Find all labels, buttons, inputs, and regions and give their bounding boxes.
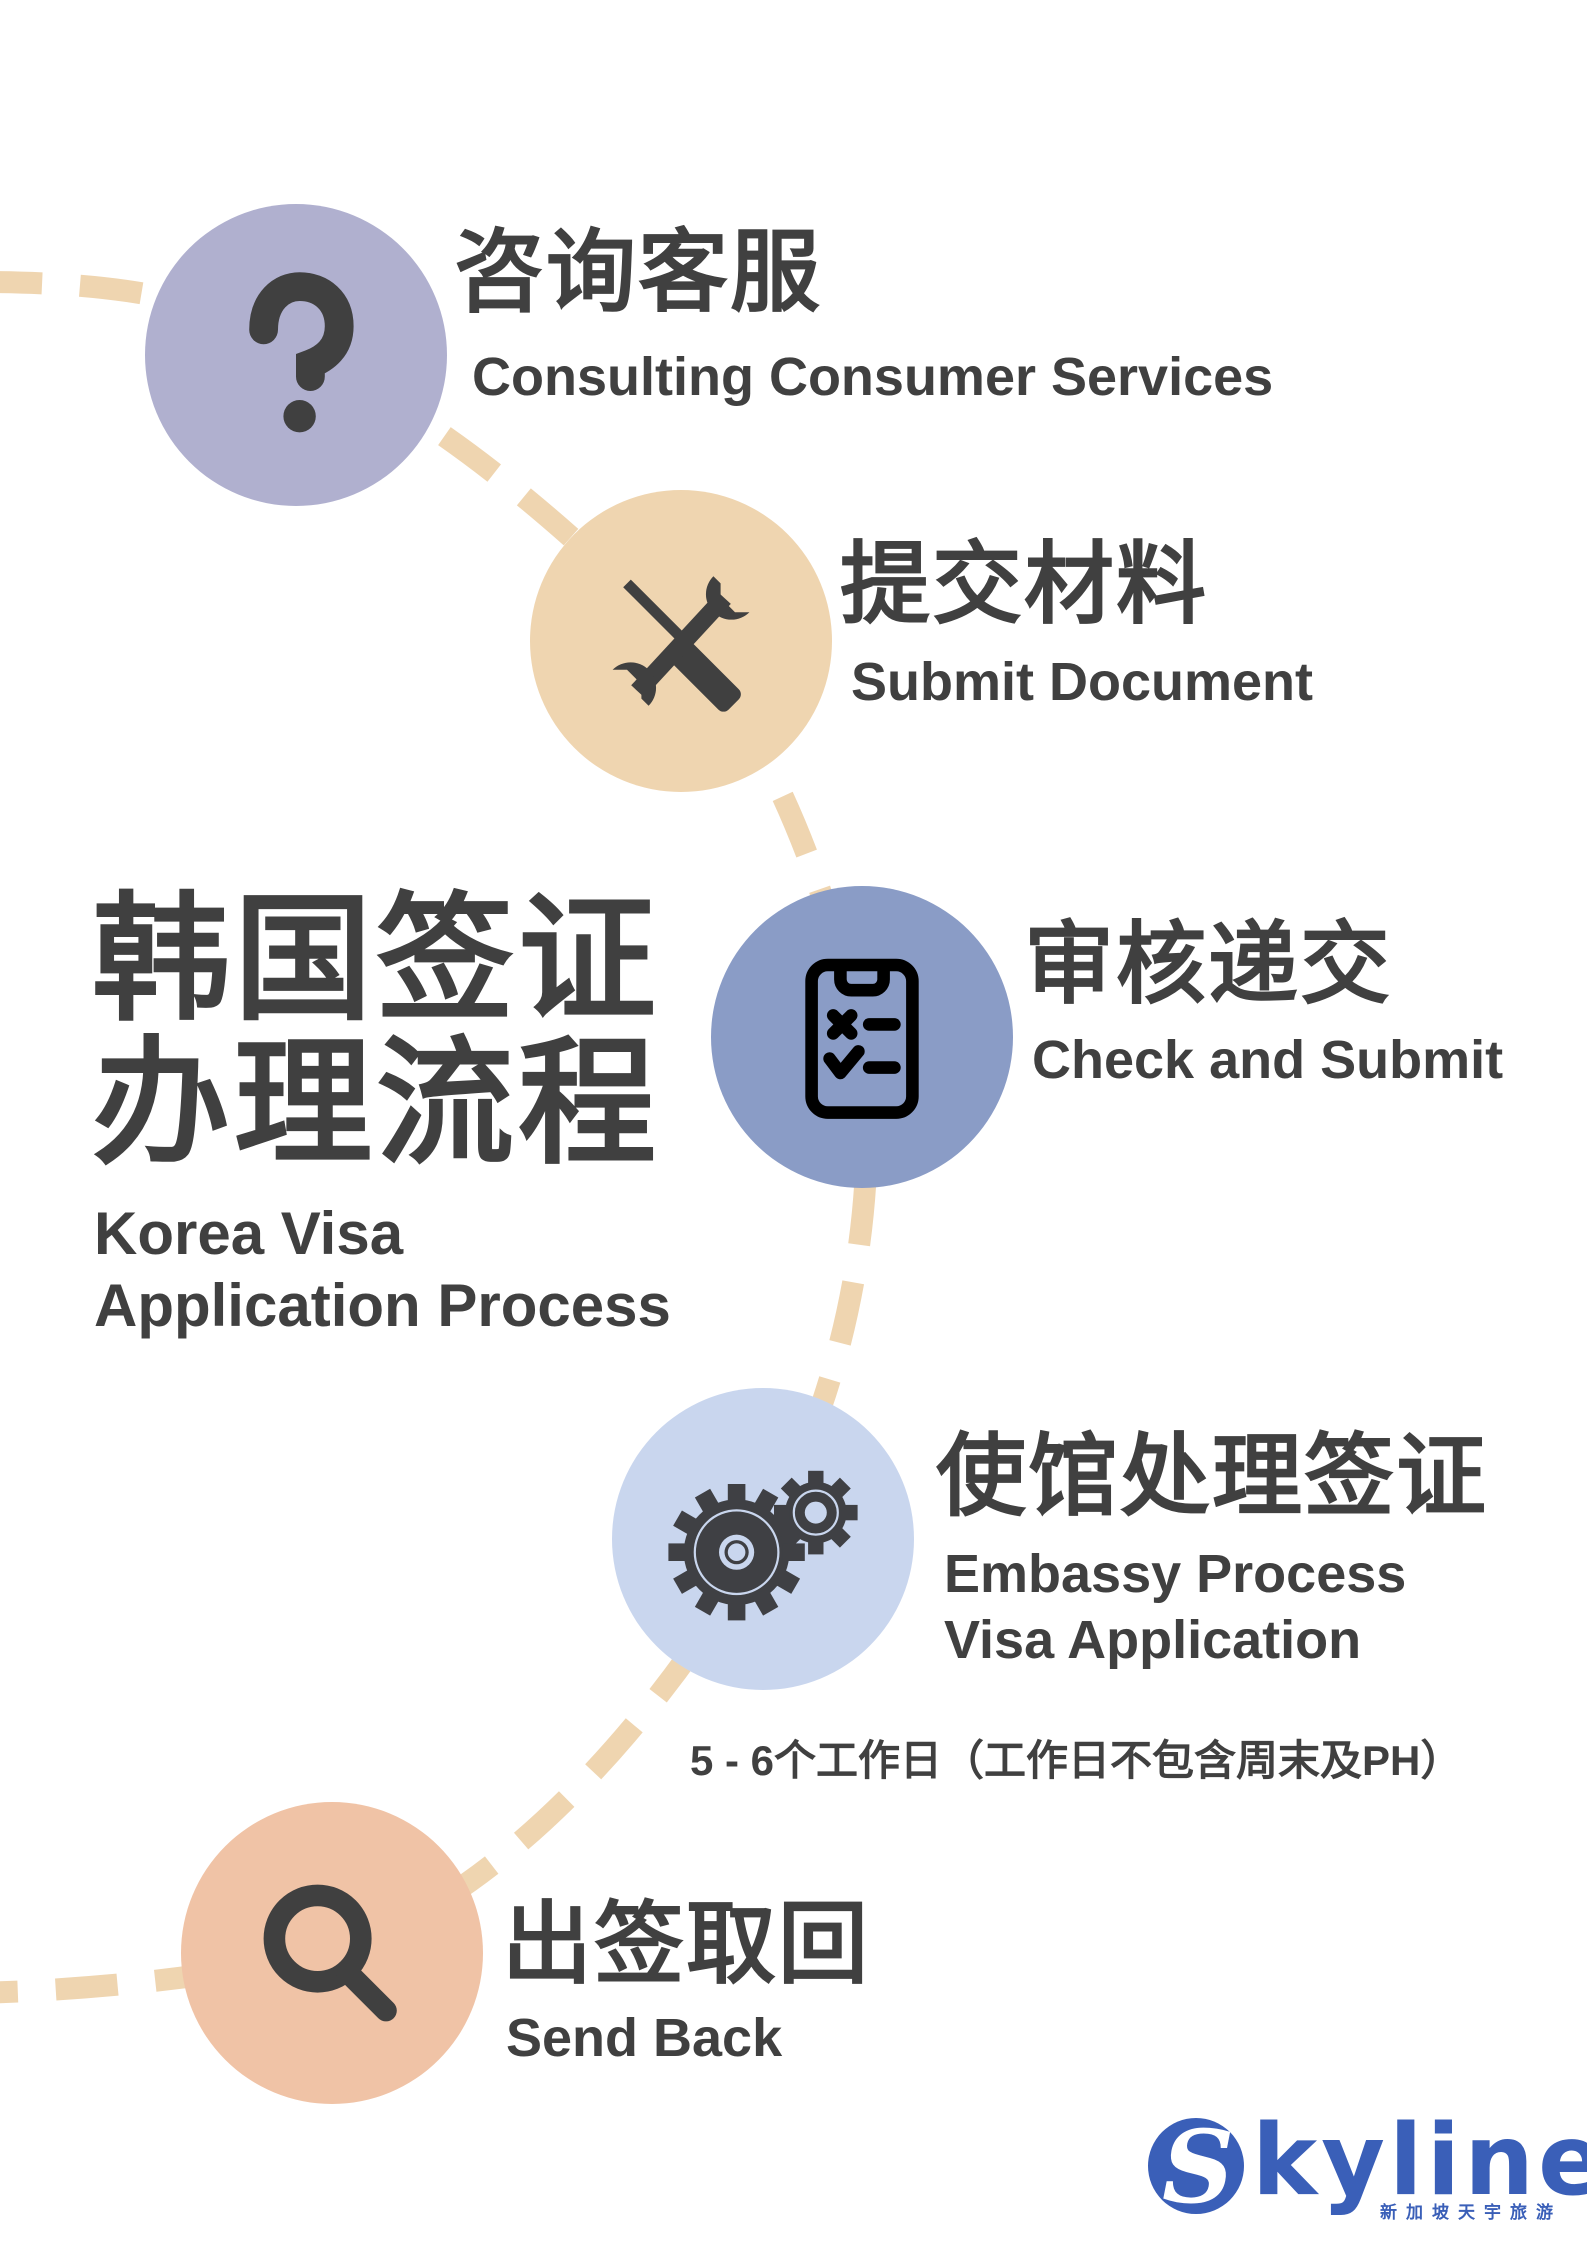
step-2-title-zh: 提交材料 [840,535,1208,635]
step-5-circle [181,1802,483,2104]
question-mark-icon [249,272,354,433]
page-title-zh-line1: 韩国签证 [92,883,661,1037]
logo-subtitle: 新加坡天宇旅游 [1380,2203,1562,2222]
step-3-title-zh: 审核递交 [1024,915,1392,1015]
step-4-title-zh: 使馆处理签证 [936,1427,1488,1527]
step-4-title-en-line1: Embassy Process [944,1544,1407,1604]
step-3-circle [711,886,1013,1188]
step-5-title-zh: 出签取回 [502,1895,870,1995]
step-4-title-en-line2: Visa Application [944,1610,1362,1670]
magnifier-icon [263,1884,397,2022]
step-5-title-en: Send Back [506,2008,783,2068]
logo-wordmark: kyline [1252,2104,1587,2218]
clipboard-checklist-icon [805,958,919,1119]
page-title-en-line2: Application Process [94,1272,671,1339]
step-2-title-en: Submit Document [851,652,1314,712]
page-title-zh-line2: 办理流程 [92,1027,661,1181]
skyline-logo: S kyline 新加坡天宇旅游 [1140,2104,1587,2226]
step-3-title-en: Check and Submit [1032,1030,1504,1090]
logo-s-emblem: S [1148,2108,1244,2226]
step-4-circle [612,1388,914,1690]
logo-initial: S [1162,2108,1235,2226]
step-1-title-zh: 咨询客服 [454,223,822,323]
wrench-screwdriver-icon [612,576,750,712]
step-1-circle [145,204,447,506]
step-1-title-en: Consulting Consumer Services [472,347,1274,407]
step-4-processing-note: 5 - 6个工作日（工作日不包含周末及PH） [690,1737,1463,1784]
gears-icon [668,1470,858,1621]
step-2-circle [530,490,832,792]
page-title-en-line1: Korea Visa [94,1200,404,1267]
